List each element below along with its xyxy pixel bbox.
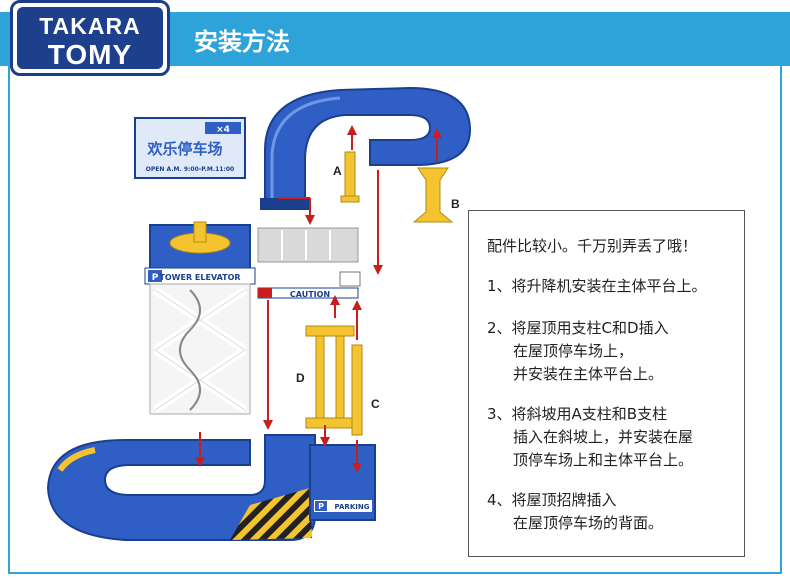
header-rule (0, 64, 790, 66)
pillar-d (305, 325, 355, 429)
tower-elevator: P TOWER ELEVATOR (144, 221, 256, 415)
instruction-box: 配件比较小。千万别弄丢了哦！ 1、将升降机安装在主体平台上。 2、将屋顶用支柱C… (468, 210, 745, 557)
intro-line: 配件比较小。千万别弄丢了哦！ (487, 237, 698, 255)
step3-line3: 顶停车场上和主体平台上。 (513, 451, 694, 469)
step2-line2: 在屋顶停车场上， (513, 342, 634, 360)
instruction-intro: 配件比较小。千万别弄丢了哦！ (487, 235, 697, 258)
frame-bottom-border (8, 572, 782, 574)
instruction-step-4: 4、将屋顶招牌插入 在屋顶停车场的背面。 (487, 489, 663, 535)
label-d: D (296, 371, 305, 385)
label-c: C (371, 397, 380, 411)
frame-left-border (8, 64, 10, 574)
label-a: A (333, 164, 342, 178)
parking-sign-letter: P (318, 502, 324, 511)
instruction-step-3: 3、将斜坡用A支柱和B支柱 插入在斜坡上，并安装在屋 顶停车场上和主体平台上。 (487, 403, 693, 472)
pillar-b (412, 167, 454, 223)
step1-line: 1、将升降机安装在主体平台上。 (487, 277, 707, 295)
logo-background: TAKARA TOMY (17, 7, 163, 70)
takara-tomy-logo: TAKARA TOMY (10, 0, 170, 76)
logo-line-2: TOMY (47, 39, 133, 70)
label-b: B (451, 197, 460, 211)
step3-line2: 插入在斜坡上，并安装在屋 (513, 428, 694, 446)
assembly-arrows (195, 125, 442, 473)
step3-line1: 3、将斜坡用A支柱和B支柱 (487, 405, 668, 423)
rooftop-billboard: ×4 欢乐停车场 OPEN A.M. 9:00-P.M.11:00 (134, 117, 246, 179)
logo-line-1: TAKARA (39, 13, 141, 39)
step4-line2: 在屋顶停车场的背面。 (513, 514, 664, 532)
instruction-step-2: 2、将屋顶用支柱C和D插入 在屋顶停车场上， 并安装在主体平台上。 (487, 317, 669, 386)
tower-sign-text: TOWER ELEVATOR (159, 273, 240, 282)
caution-text: CAUTION (290, 290, 330, 299)
instruction-step-1: 1、将升降机安装在主体平台上。 (487, 275, 707, 298)
step2-line1: 2、将屋顶用支柱C和D插入 (487, 319, 669, 337)
pillar-c (351, 344, 363, 436)
rooftop-parking-deck (257, 227, 361, 287)
step2-line3: 并安装在主体平台上。 (513, 365, 664, 383)
billboard-title: 欢乐停车场 (146, 140, 222, 158)
step4-line1: 4、将屋顶招牌插入 (487, 491, 617, 509)
pillar-a (340, 151, 360, 203)
lower-base-track: P PARKING (46, 434, 376, 541)
tower-sign-letter: P (152, 273, 159, 283)
parking-sign-text: PARKING (335, 503, 370, 511)
upper-spiral-ramp (260, 86, 472, 210)
billboard-badge: ×4 (216, 125, 230, 135)
caution-bar: CAUTION (257, 287, 359, 299)
page-header: TAKARA TOMY 安装方法 (0, 0, 790, 78)
billboard-hours: OPEN A.M. 9:00-P.M.11:00 (146, 166, 234, 173)
frame-right-border (780, 64, 782, 574)
section-title: 安装方法 (194, 28, 290, 56)
